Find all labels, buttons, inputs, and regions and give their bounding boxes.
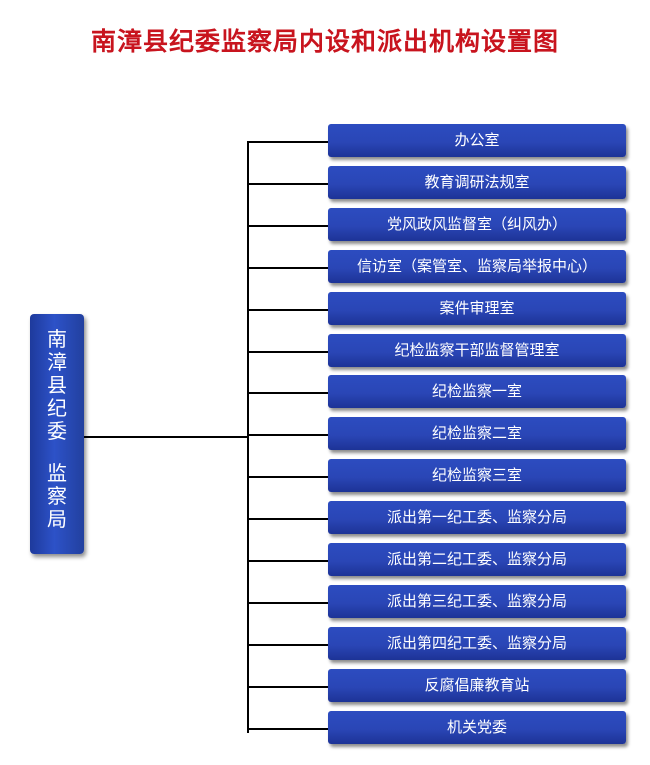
org-unit-box: 机关党委 xyxy=(328,711,626,744)
root-char: 局 xyxy=(47,507,67,531)
org-unit-box: 派出第四纪工委、监察分局 xyxy=(328,627,626,660)
branch-connector xyxy=(247,728,328,730)
root-char: 委 xyxy=(47,419,67,443)
branch-connector xyxy=(247,518,328,520)
branch-connector xyxy=(247,225,328,227)
org-unit-box: 信访室（案管室、监察局举报中心） xyxy=(328,250,626,283)
branch-connector xyxy=(247,434,328,436)
branch-connector xyxy=(247,560,328,562)
branch-connector xyxy=(247,183,328,185)
diagram-title: 南漳县纪委监察局内设和派出机构设置图 xyxy=(90,27,559,56)
branch-connector xyxy=(247,602,328,604)
branch-connector xyxy=(247,644,328,646)
root-char: 南 xyxy=(47,327,67,351)
org-unit-box: 派出第二纪工委、监察分局 xyxy=(328,543,626,576)
root-char: 漳 xyxy=(47,350,67,374)
root-node: 南 漳 县 纪 委 监 察 局 xyxy=(30,314,84,554)
branch-connector xyxy=(247,392,328,394)
org-unit-box: 纪检监察一室 xyxy=(328,375,626,408)
branch-connector xyxy=(247,309,328,311)
org-unit-box: 教育调研法规室 xyxy=(328,166,626,199)
org-unit-box: 派出第三纪工委、监察分局 xyxy=(328,585,626,618)
org-unit-box: 案件审理室 xyxy=(328,292,626,325)
org-unit-box: 纪检监察二室 xyxy=(328,417,626,450)
org-unit-box: 纪检监察三室 xyxy=(328,459,626,492)
branch-connector xyxy=(247,267,328,269)
root-char: 监 xyxy=(47,461,67,485)
org-unit-box: 反腐倡廉教育站 xyxy=(328,669,626,702)
org-unit-box: 党风政风监督室（纠风办） xyxy=(328,208,626,241)
branch-connector xyxy=(247,141,328,143)
branch-connector xyxy=(247,476,328,478)
root-label-line1: 南 漳 县 纪 委 xyxy=(30,328,84,443)
root-char: 察 xyxy=(47,484,67,508)
root-char: 县 xyxy=(47,373,67,397)
root-label-line2: 监 察 局 xyxy=(30,462,84,531)
branch-connector xyxy=(247,351,328,353)
root-connector xyxy=(84,436,249,438)
org-unit-box: 派出第一纪工委、监察分局 xyxy=(328,501,626,534)
trunk-line xyxy=(247,141,249,733)
branch-connector xyxy=(247,686,328,688)
org-unit-box: 办公室 xyxy=(328,124,626,157)
org-unit-box: 纪检监察干部监督管理室 xyxy=(328,334,626,367)
root-char: 纪 xyxy=(47,396,67,420)
